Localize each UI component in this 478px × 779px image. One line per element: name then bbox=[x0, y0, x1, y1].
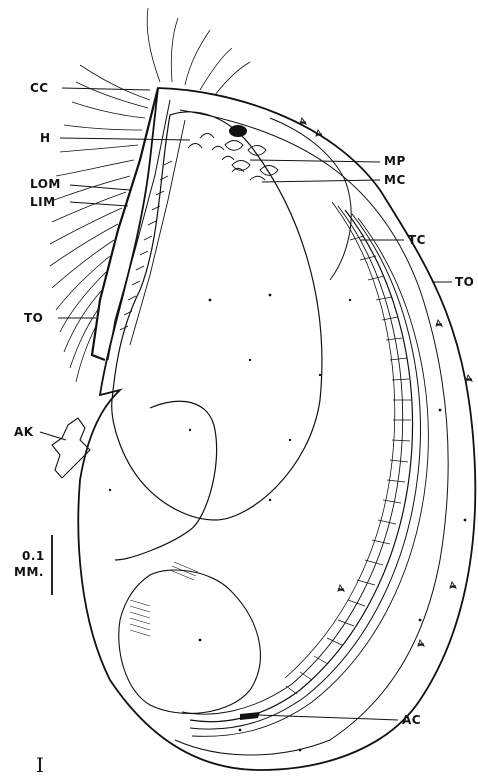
label-ac: AC bbox=[402, 713, 421, 727]
carapace-outline bbox=[78, 88, 475, 770]
ac-structure bbox=[240, 712, 260, 720]
label-lim: LIM bbox=[30, 195, 56, 209]
scale-bar-unit: MM. bbox=[14, 565, 44, 579]
label-lom: LOM bbox=[30, 177, 61, 191]
label-tc: TC bbox=[408, 233, 426, 247]
lower-body bbox=[119, 570, 261, 713]
tubular-canals bbox=[182, 202, 428, 736]
pore-marks bbox=[109, 294, 467, 752]
ak-appendage bbox=[52, 418, 90, 478]
label-cc: CC bbox=[30, 81, 49, 95]
label-h: H bbox=[40, 131, 51, 145]
tubular-canal-crossbars bbox=[286, 236, 411, 694]
label-to-left: TO bbox=[24, 311, 43, 325]
label-ak: AK bbox=[14, 425, 34, 439]
label-to-right: TO bbox=[455, 275, 474, 289]
hatching-lower-left bbox=[130, 562, 198, 636]
label-mp: MP bbox=[384, 154, 406, 168]
scale-bar-value: 0.1 bbox=[22, 549, 45, 563]
figure-number: I bbox=[36, 753, 44, 777]
hinge-teeth bbox=[188, 134, 244, 173]
hinge-lobe bbox=[115, 401, 217, 560]
label-mc: MC bbox=[384, 173, 406, 187]
